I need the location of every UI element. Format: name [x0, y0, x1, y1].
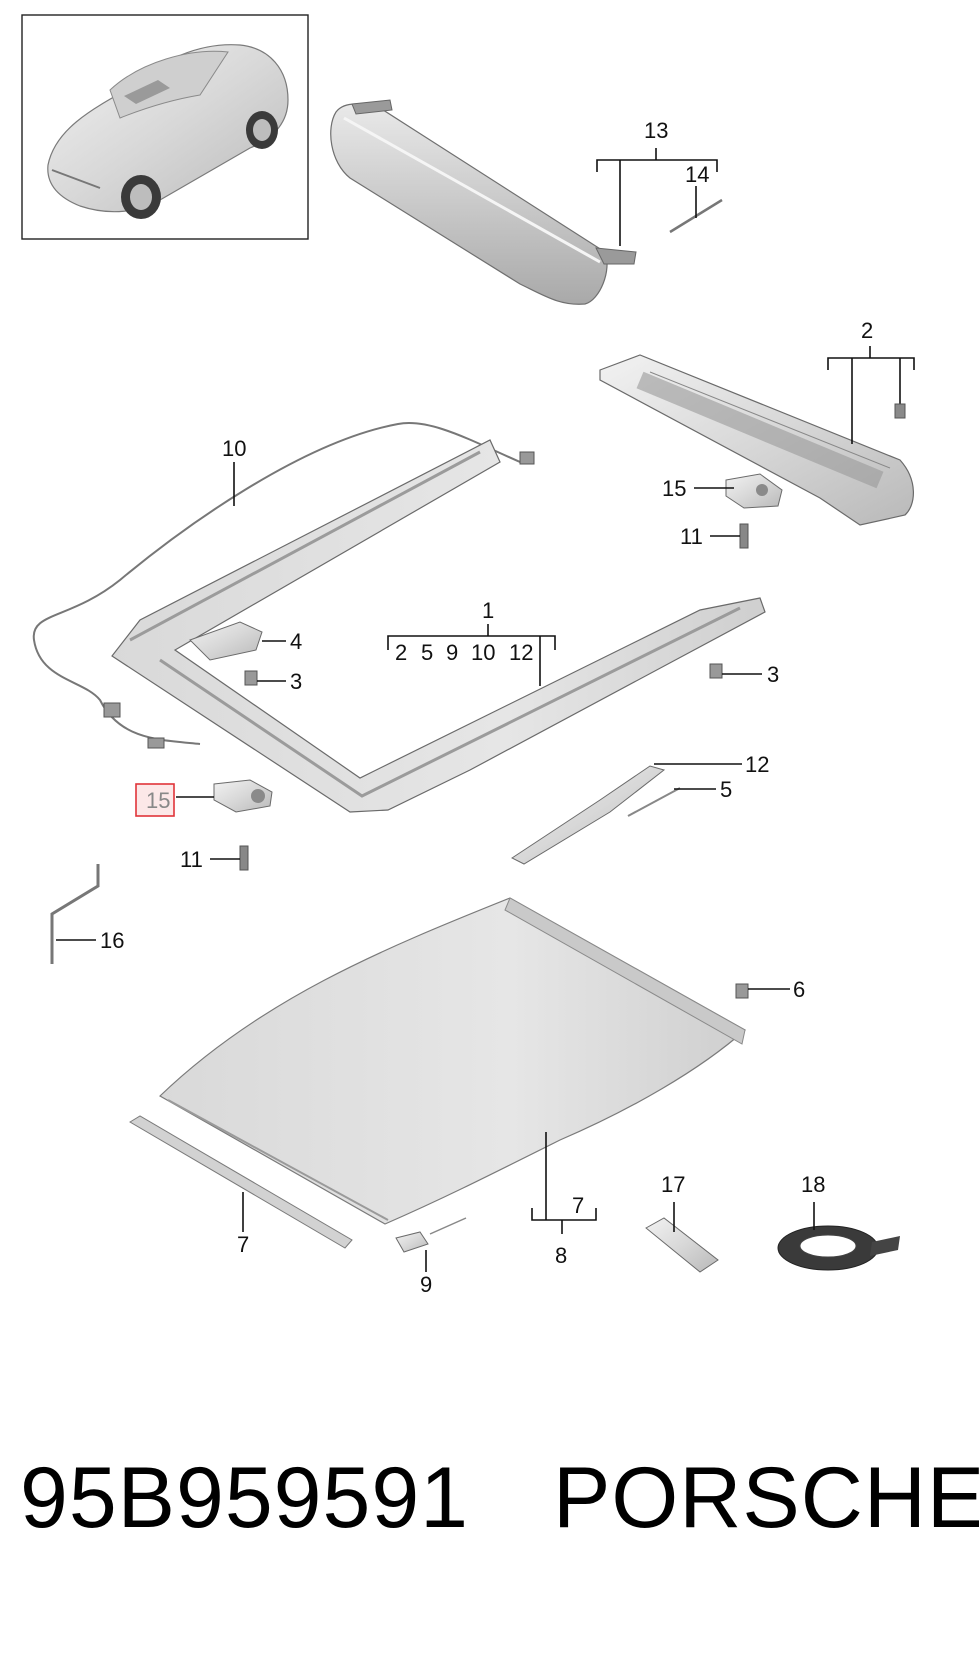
callout-17: 17 — [661, 1172, 685, 1197]
cross-member-part-2 — [599, 354, 914, 526]
clip-part-3-right — [709, 663, 723, 679]
callout-15-highlight-box — [135, 783, 175, 817]
car-illustration — [47, 44, 289, 219]
roof-frame-part-1 — [111, 439, 766, 813]
vehicle-thumbnail — [21, 14, 309, 240]
screw-part-2 — [894, 403, 906, 419]
callout-3-right: 3 — [767, 662, 779, 687]
footer: 95B959591 PORSCHE — [0, 1455, 979, 1575]
grease-tube-part-17 — [645, 1217, 719, 1273]
callout-16: 16 — [100, 928, 124, 953]
bolt-part-11-lower — [239, 845, 249, 871]
callout-3-left: 3 — [290, 669, 302, 694]
callout-5: 5 — [720, 777, 732, 802]
tape-roll-part-18 — [777, 1225, 900, 1271]
callout-7-lower: 7 — [237, 1232, 249, 1257]
wind-deflector-part-13 — [330, 99, 637, 305]
glass-panel-part-8 — [159, 897, 747, 1225]
callout-1-subparts: 2 5 9 10 12 — [395, 640, 533, 665]
drain-hose-part-16 — [50, 864, 100, 964]
drive-cable-part-5 — [627, 787, 681, 817]
subpart-2: 2 — [395, 640, 407, 665]
bracket-part-9 — [395, 1217, 467, 1253]
callout-14: 14 — [685, 162, 709, 187]
callout-9: 9 — [420, 1272, 432, 1297]
callout-2: 2 — [861, 318, 873, 343]
bracket-part-4 — [189, 621, 263, 661]
bolt-part-11-upper — [739, 523, 749, 549]
callout-6: 6 — [793, 977, 805, 1002]
callout-15-lower: 15 — [146, 788, 170, 813]
clip-part-3-left — [244, 670, 258, 686]
motor-part-15-lower — [213, 779, 273, 813]
part-number: 95B959591 — [20, 1450, 469, 1546]
slide-rail-part-12 — [511, 765, 666, 865]
leader-1 — [387, 624, 556, 686]
callout-10: 10 — [222, 436, 246, 461]
callout-4: 4 — [290, 629, 302, 654]
subpart-12: 12 — [509, 640, 533, 665]
seal-strip-part-7 — [129, 1115, 353, 1249]
subpart-10: 10 — [471, 640, 495, 665]
leader-8 — [531, 1132, 597, 1234]
callout-13: 13 — [644, 118, 668, 143]
callout-12: 12 — [745, 752, 769, 777]
callout-11-upper: 11 — [680, 524, 703, 549]
cable-harness-part-10 — [32, 422, 535, 749]
motor-part-15-upper — [725, 473, 783, 509]
callout-11-lower: 11 — [180, 847, 203, 872]
brand-name: PORSCHE — [553, 1450, 979, 1546]
leader-13 — [596, 148, 718, 246]
callout-8: 8 — [555, 1243, 567, 1268]
callout-18: 18 — [801, 1172, 825, 1197]
callout-1: 1 — [482, 598, 494, 623]
callout-7-upper: 7 — [572, 1193, 584, 1218]
subpart-9: 9 — [446, 640, 458, 665]
callout-15-upper: 15 — [662, 476, 686, 501]
screw-part-6 — [735, 983, 749, 999]
subpart-5: 5 — [421, 640, 433, 665]
leader-2 — [827, 346, 915, 444]
